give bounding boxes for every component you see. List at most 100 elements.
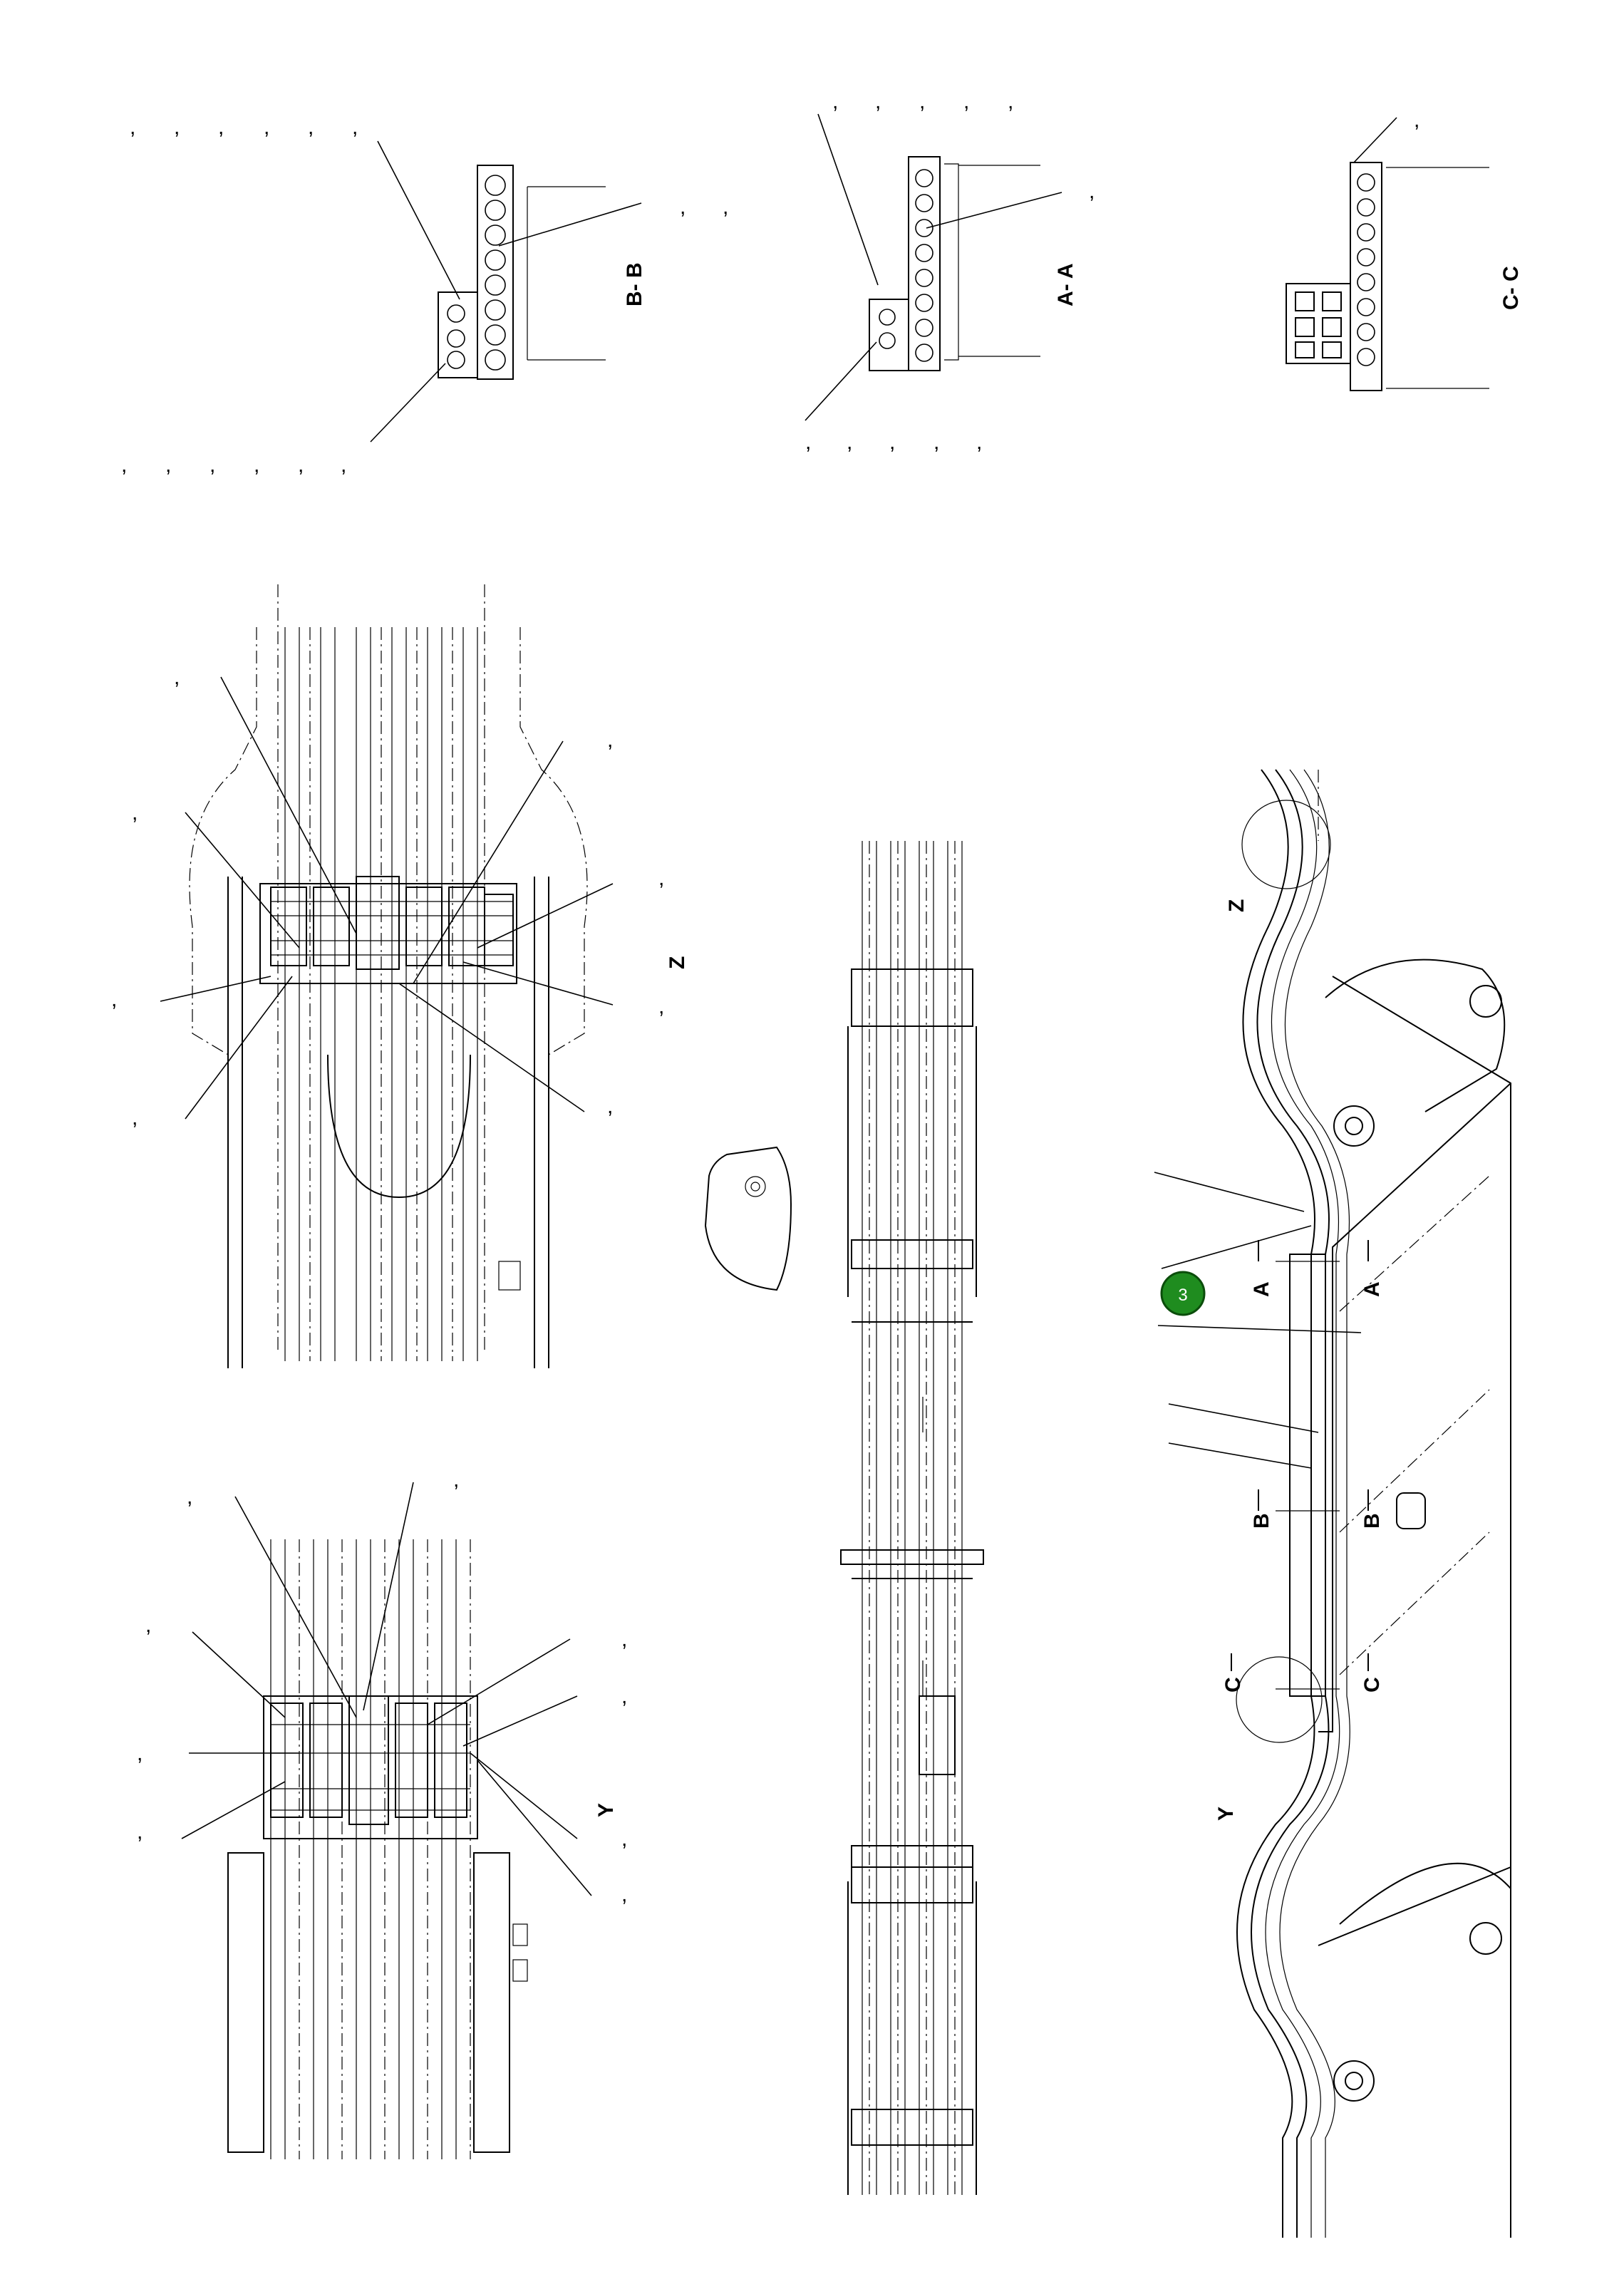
svg-text:,: ,	[658, 867, 664, 890]
tube-lines-z	[277, 584, 485, 1361]
coupling-block-z	[259, 883, 517, 984]
svg-text:,: ,	[621, 1628, 627, 1651]
svg-text:,: ,	[145, 1613, 151, 1637]
svg-text:,: ,	[832, 90, 838, 113]
svg-text:,: ,	[875, 90, 881, 113]
callout-commas-bb-top: , , , , , , , , , , , , , ,	[121, 115, 728, 477]
view-marker-z: Z	[1225, 899, 1248, 912]
fitting-block-cc	[1286, 283, 1351, 364]
cut-marker-b: B B	[1250, 1489, 1384, 1529]
valve-block	[919, 1695, 956, 1775]
svg-text:,: ,	[132, 801, 138, 825]
couplings-y	[270, 1695, 470, 1825]
svg-text:,: ,	[174, 666, 180, 689]
cut-marker-c: C C	[1221, 1653, 1384, 1693]
side-rail-y-left	[227, 1852, 264, 2153]
svg-text:,: ,	[805, 430, 811, 454]
view-y: , , , , , , , , , Y	[137, 1468, 627, 2159]
pivot-upper	[1333, 1105, 1375, 1147]
svg-text:,: ,	[130, 115, 135, 139]
svg-text:,: ,	[254, 453, 259, 477]
tube-lines-boom	[862, 841, 963, 2195]
callout-commas-aa: , , , , , , , , , , ,	[805, 90, 1095, 454]
svg-text:,: ,	[137, 1742, 143, 1765]
svg-text:,: ,	[308, 115, 314, 139]
svg-text:,: ,	[621, 1883, 627, 1906]
hose-clamp-rail	[1289, 1254, 1326, 1697]
view-label-z: Z	[666, 956, 689, 969]
section-cc: , C- C	[1286, 108, 1523, 391]
boom-top-view	[840, 841, 984, 2195]
svg-text:,: ,	[132, 1106, 138, 1130]
svg-text:,: ,	[607, 728, 613, 752]
svg-text:,: ,	[1414, 108, 1419, 132]
svg-text:,: ,	[933, 430, 939, 454]
svg-text:,: ,	[210, 453, 215, 477]
view-z: , , , , , , , ,	[111, 584, 689, 1368]
section-aa: , , , , , , , , , , , A- A	[805, 90, 1095, 454]
svg-text:C: C	[1360, 1677, 1384, 1693]
svg-text:,: ,	[919, 90, 925, 113]
svg-text:,: ,	[1008, 90, 1013, 113]
tube-lines-y	[270, 1539, 471, 2159]
svg-text:,: ,	[174, 115, 180, 139]
svg-text:,: ,	[298, 453, 304, 477]
side-block-aa	[869, 299, 909, 371]
svg-text:B: B	[1250, 1513, 1273, 1529]
svg-text:,: ,	[264, 115, 269, 139]
section-label-aa: A- A	[1054, 263, 1077, 306]
svg-text:A: A	[1360, 1281, 1384, 1297]
svg-text:C: C	[1221, 1677, 1245, 1693]
detail-circle-c	[1236, 1656, 1323, 1743]
tube-row-bb	[485, 175, 506, 371]
tube-row-cc	[1357, 173, 1375, 366]
svg-text:A: A	[1250, 1281, 1273, 1297]
svg-text:,: ,	[121, 453, 127, 477]
clamp-bar-bb	[477, 165, 514, 380]
item-badge-number: 3	[1178, 1286, 1187, 1305]
svg-text:,: ,	[658, 995, 664, 1018]
callout-commas-z: , , , , , , , ,	[111, 666, 664, 1130]
svg-text:,: ,	[607, 1095, 613, 1118]
svg-text:,: ,	[165, 453, 171, 477]
pivot-lower	[1333, 2060, 1375, 2102]
coupling-cluster-lower	[851, 1845, 973, 1903]
svg-text:,: ,	[621, 1685, 627, 1708]
side-block-bb	[438, 291, 478, 378]
svg-text:,: ,	[963, 90, 969, 113]
svg-text:,: ,	[341, 453, 346, 477]
clamp-bar-cc	[1350, 162, 1382, 391]
svg-text:,: ,	[680, 195, 686, 219]
callouts-y	[181, 1482, 592, 1896]
detail-circle-z	[1241, 800, 1331, 889]
section-bb: , , , , , , , , , , , , , ,	[121, 115, 728, 477]
svg-text:B: B	[1360, 1513, 1384, 1529]
svg-text:,: ,	[847, 430, 852, 454]
svg-text:,: ,	[976, 430, 982, 454]
cut-marker-a: A A	[1250, 1240, 1384, 1297]
svg-text:,: ,	[723, 195, 728, 219]
detail-hose-fitting	[704, 1146, 792, 1291]
side-rail-y-right	[473, 1852, 510, 2153]
small-frame	[1396, 1492, 1426, 1529]
boom-side-view: A A B B C C Z Y 3	[1154, 769, 1511, 2238]
svg-text:,: ,	[137, 1820, 143, 1844]
callout-commas-y: , , , , , , , , ,	[137, 1468, 627, 1906]
svg-text:,: ,	[111, 988, 117, 1011]
svg-text:,: ,	[187, 1485, 192, 1509]
view-label-y: Y	[594, 1803, 618, 1817]
svg-text:,: ,	[453, 1468, 459, 1492]
tube-row-aa	[915, 169, 933, 362]
clamp-bar-aa	[908, 156, 941, 371]
svg-text:,: ,	[621, 1827, 627, 1851]
view-marker-y: Y	[1214, 1807, 1238, 1821]
section-label-cc: C- C	[1499, 266, 1523, 310]
section-label-bb: B- B	[623, 262, 646, 306]
svg-text:,: ,	[889, 430, 895, 454]
svg-text:,: ,	[1089, 180, 1095, 203]
coupling-cluster-upper	[851, 968, 973, 1027]
callouts-z	[160, 676, 614, 1120]
svg-text:,: ,	[352, 115, 358, 139]
item-badge: 3	[1160, 1271, 1206, 1316]
